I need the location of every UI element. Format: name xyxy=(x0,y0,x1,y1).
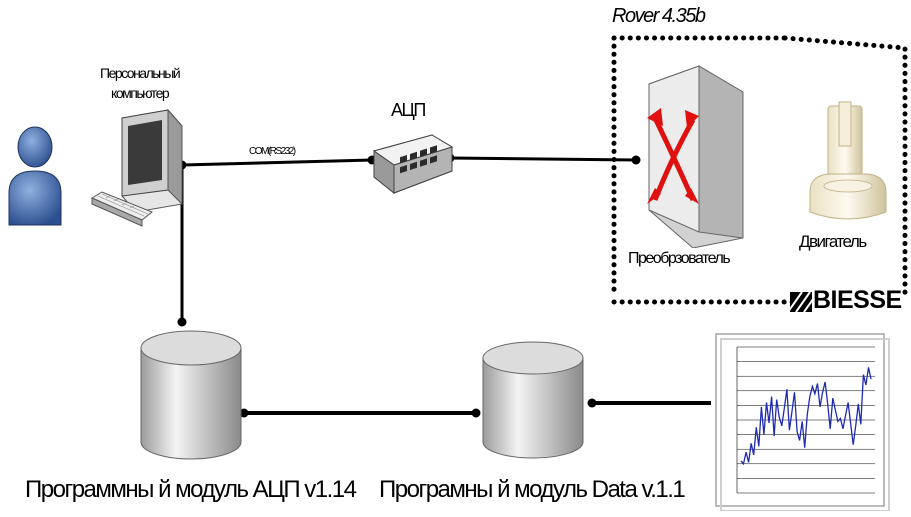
motor-icon xyxy=(809,101,887,220)
adc-label: АЦП xyxy=(391,100,426,120)
adc-device-icon xyxy=(372,134,454,195)
control-cable xyxy=(449,156,637,162)
database-icon-data xyxy=(482,341,584,459)
computer-icon xyxy=(90,108,183,227)
com-cable xyxy=(181,158,373,167)
chart-series-line xyxy=(740,367,872,466)
module-adc-label: Программны й модуль АЦП v1.14 xyxy=(25,476,357,503)
rover-label: Rover 4.35b xyxy=(612,5,706,27)
module-data-label: Програмны й модуль Data v.1.1 xyxy=(379,476,686,503)
database-icon-adc xyxy=(140,330,242,460)
com-port-label: COM(RS232) xyxy=(249,146,296,157)
junction-dot xyxy=(239,408,249,418)
junction-dot xyxy=(631,155,641,165)
pc-label: Персональный компьютер xyxy=(100,65,181,101)
motor-label: Двигатель xyxy=(799,232,867,251)
converter-icon xyxy=(647,65,744,248)
biesse-logo: BIESSE xyxy=(813,286,902,314)
user-icon xyxy=(8,126,62,226)
junction-dot xyxy=(471,408,481,418)
junction-dot xyxy=(177,317,187,327)
junction-dot xyxy=(587,398,597,408)
biesse-logo-mark xyxy=(790,292,812,312)
converter-label: Преобрзователь xyxy=(628,250,731,267)
data-chart xyxy=(715,333,890,511)
